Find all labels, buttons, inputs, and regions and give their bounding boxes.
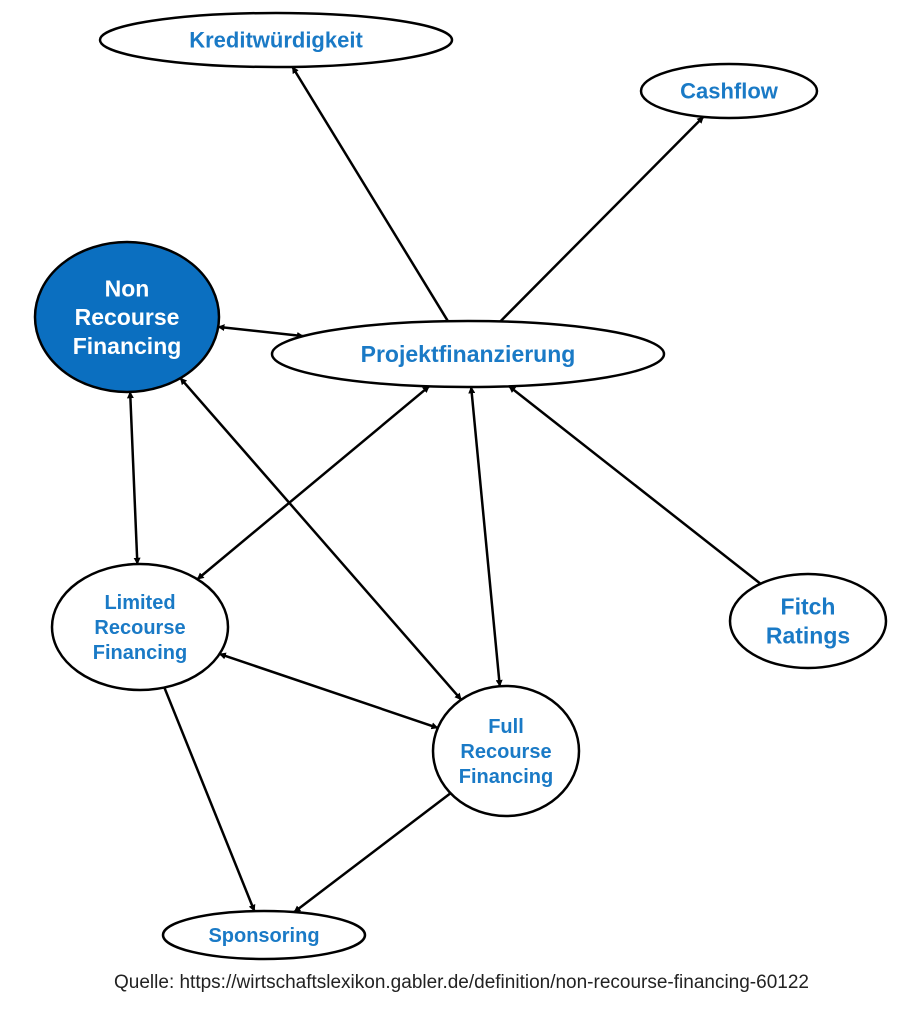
edge-limited-sponsoring <box>163 687 256 912</box>
edge-fitch-projekt <box>508 385 762 585</box>
node-shape <box>33 240 221 394</box>
node-label: Ratings <box>766 622 850 648</box>
node-label: Recourse <box>460 741 551 763</box>
edge-nonrecourse-limited <box>126 391 141 565</box>
node-shape <box>639 62 819 120</box>
node-label: Recourse <box>94 617 185 639</box>
edge-projekt-cashflow <box>499 115 705 323</box>
node-shape <box>98 11 454 69</box>
node-sponsoring[interactable]: Sponsoring <box>161 909 367 961</box>
node-kredit[interactable]: Kreditwürdigkeit <box>98 11 454 69</box>
node-label: Sponsoring <box>208 925 319 947</box>
node-projekt[interactable]: Projektfinanzierung <box>270 319 666 389</box>
node-shape <box>270 319 666 389</box>
edge-limited-full <box>218 652 439 730</box>
node-label: Limited <box>104 592 175 614</box>
node-label: Financing <box>73 333 182 359</box>
node-label: Non <box>105 275 150 301</box>
edge-projekt-limited <box>196 385 430 581</box>
node-shape <box>431 684 581 818</box>
node-label: Financing <box>93 642 187 664</box>
node-label: Full <box>488 716 524 738</box>
node-label: Projektfinanzierung <box>361 341 576 367</box>
node-label: Fitch <box>781 594 836 620</box>
node-label: Financing <box>459 766 553 788</box>
node-label: Recourse <box>75 304 180 330</box>
edge-projekt-full <box>468 386 503 687</box>
edge-projekt-kredit <box>291 66 449 322</box>
edge-nonrecourse-projekt <box>217 324 304 339</box>
source-caption: Quelle: https://wirtschaftslexikon.gable… <box>114 972 809 993</box>
node-shape <box>728 572 888 670</box>
node-shape <box>161 909 367 961</box>
node-cashflow[interactable]: Cashflow <box>639 62 819 120</box>
edge-full-sponsoring <box>293 792 452 914</box>
node-label: Kreditwürdigkeit <box>189 28 363 53</box>
node-shape <box>50 562 230 692</box>
node-label: Cashflow <box>680 79 779 104</box>
